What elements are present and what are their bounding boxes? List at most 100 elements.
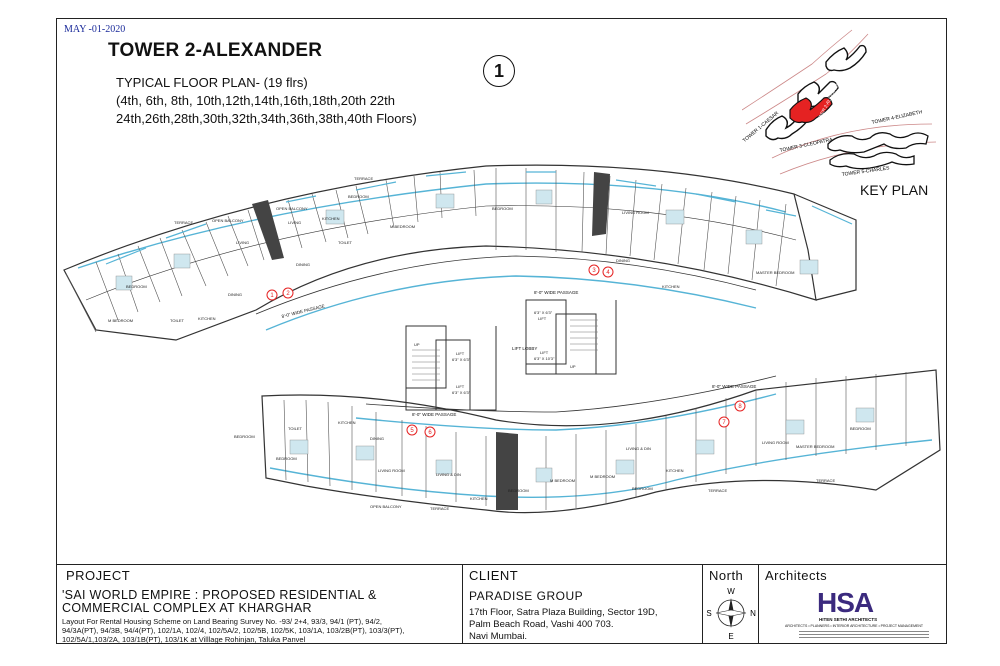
room-label: M BEDROOM — [590, 474, 615, 479]
client-address-line-1: 17th Floor, Satra Plaza Building, Sector… — [469, 607, 658, 618]
room-label: TERRACE — [174, 220, 193, 225]
floor-plan: LIFT LOBBY LIFT 6'3" X 6'3" LIFT 6'3" X … — [63, 164, 941, 514]
room-label: LIVING & DIN — [436, 472, 461, 477]
project-name-line-1: 'SAI WORLD EMPIRE : PROPOSED RESIDENTIAL… — [62, 588, 377, 602]
lift-size-1: 6'3" X 6'3" — [452, 357, 471, 362]
architects-header: Architects — [765, 568, 828, 583]
client-address-line-3: Navi Mumbai. — [469, 631, 528, 642]
tower-title: TOWER 2-ALEXANDER — [108, 40, 323, 61]
room-label: TOILET — [338, 240, 352, 245]
compass-left: S — [706, 609, 711, 618]
layout-line-3: 102/5A/1,103/2A, 103/1B(PT), 103/1K at V… — [62, 635, 306, 644]
room-label: KITCHEN — [322, 216, 340, 221]
north-cell: North W N E S — [703, 565, 759, 643]
bottom-wing-outline — [261, 369, 941, 514]
stair-up-2: UP — [570, 364, 576, 369]
client-address-line-2: Palm Beach Road, Vashi 400 703. — [469, 619, 614, 630]
drawing-sheet — [56, 18, 947, 644]
client-address: 17th Floor, Satra Plaza Building, Sector… — [469, 607, 658, 643]
compass-top: W — [727, 587, 735, 596]
room-label: TERRACE — [816, 478, 835, 483]
room-label: OPEN BALCONY — [276, 206, 308, 211]
top-rooms-grid — [65, 168, 787, 333]
architect-logo: HSA — [817, 587, 874, 618]
title-block: PROJECT 'SAI WORLD EMPIRE : PROPOSED RES… — [56, 564, 947, 644]
lift-label-2: LIFT — [456, 384, 465, 389]
lift-label-3: LIFT — [538, 316, 547, 321]
key-tower-2-highlight — [789, 97, 833, 124]
compass-bottom: E — [728, 632, 733, 641]
room-label: OPEN BALCONY — [212, 218, 244, 223]
core — [405, 299, 617, 411]
room-label: LIVING — [288, 220, 301, 225]
room-label: OPEN BALCONY — [370, 504, 402, 509]
room-labels-top: M BEDROOM BEDROOM KITCHEN TOILET DINING … — [108, 176, 794, 323]
room-label: KITCHEN — [662, 284, 680, 289]
room-label: BEDROOM — [632, 486, 653, 491]
architect-firm-name: HITEN SETHI ARCHITECTS — [819, 617, 878, 622]
room-label: DINING — [296, 262, 310, 267]
sheet-number: 1 — [483, 55, 515, 87]
room-label: LIVING ROOM — [762, 440, 789, 445]
layout-description: Layout For Rental Housing Scheme on Land… — [62, 617, 457, 644]
room-label: BEDROOM — [234, 434, 255, 439]
marker-1: 1 — [270, 293, 274, 299]
room-label: BEDROOM — [276, 456, 297, 461]
shaft-2 — [592, 172, 610, 236]
project-name-line-2: COMMERCIAL COMPLEX AT KHARGHAR — [62, 601, 312, 615]
marker-7: 7 — [722, 420, 726, 426]
lift-size-2: 6'3" X 6'3" — [452, 390, 471, 395]
lift-label-4: LIFT — [540, 350, 549, 355]
architect-contact-lines — [799, 629, 929, 639]
room-label: LIVING — [236, 240, 249, 245]
compass-right: N — [750, 609, 756, 618]
room-label: MASTER BEDROOM — [796, 444, 834, 449]
project-cell: PROJECT 'SAI WORLD EMPIRE : PROPOSED RES… — [56, 565, 463, 644]
room-label: BEDROOM — [348, 194, 369, 199]
key-plan-label: KEY PLAN — [860, 182, 929, 198]
lift-label-1: LIFT — [456, 351, 465, 356]
passage-label-top-left: 8'-0" WIDE PASSAGE — [281, 303, 325, 319]
room-label: KITCHEN — [198, 316, 216, 321]
room-label: TOILET — [170, 318, 184, 323]
key-plan-diagram: TOWER 1-CAESAR TOWER 2-ALEXANDER TOWER 3… — [742, 29, 937, 178]
project-header: PROJECT — [66, 568, 131, 583]
lift-size-4: 6'3" X 10'3" — [534, 356, 555, 361]
project-name: 'SAI WORLD EMPIRE : PROPOSED RESIDENTIAL… — [62, 589, 377, 615]
client-cell: CLIENT PARADISE GROUP 17th Floor, Satra … — [463, 565, 703, 643]
room-labels-bottom: BEDROOM BEDROOM TOILET KITCHEN DINING LI… — [234, 420, 871, 511]
room-label: KITCHEN — [666, 468, 684, 473]
lift-size-3: 6'3" X 6'3" — [534, 310, 553, 315]
room-label: TERRACE — [430, 506, 449, 511]
layout-line-1: Layout For Rental Housing Scheme on Land… — [62, 617, 382, 626]
marker-6: 6 — [428, 430, 432, 436]
room-label: LIVING ROOM — [378, 468, 405, 473]
passage-label-top-center: 8'-0" WIDE PASSAGE — [534, 290, 578, 295]
layout-line-2: 94/3A(PT), 94/3B, 94/4(PT), 102/1A, 102/… — [62, 626, 405, 635]
room-label: DINING — [370, 436, 384, 441]
lift-lobby-label: LIFT LOBBY — [512, 346, 537, 351]
marker-5: 5 — [410, 428, 414, 434]
room-label: DINING — [616, 258, 630, 263]
subtitle-line-2: (4th, 6th, 8th, 10th,12th,14th,16th,18th… — [116, 93, 395, 108]
room-label: LIVING & DIN — [626, 446, 651, 451]
room-label: BEDROOM — [850, 426, 871, 431]
drawing-date: MAY -01-2020 — [64, 24, 126, 35]
room-label: TERRACE — [708, 488, 727, 493]
subtitle-line-1: TYPICAL FLOOR PLAN- (19 flrs) — [116, 75, 308, 90]
room-label: KITCHEN — [470, 496, 488, 501]
stair-up-1: UP — [414, 342, 420, 347]
room-label: BEDROOM — [492, 206, 513, 211]
room-label: DINING — [228, 292, 242, 297]
room-label: M BEDROOM — [390, 224, 415, 229]
client-name: PARADISE GROUP — [469, 589, 584, 603]
shaft-3 — [496, 432, 518, 510]
top-wing-outline — [63, 164, 817, 341]
key-tower-north — [825, 44, 867, 72]
key-label-tower-4: TOWER 4-ELIZABETH — [871, 109, 923, 126]
room-label: TOILET — [288, 426, 302, 431]
key-tower-4-5 — [827, 132, 929, 170]
room-label: MASTER BEDROOM — [756, 270, 794, 275]
marker-2: 2 — [286, 291, 290, 297]
north-header: North — [709, 568, 744, 583]
